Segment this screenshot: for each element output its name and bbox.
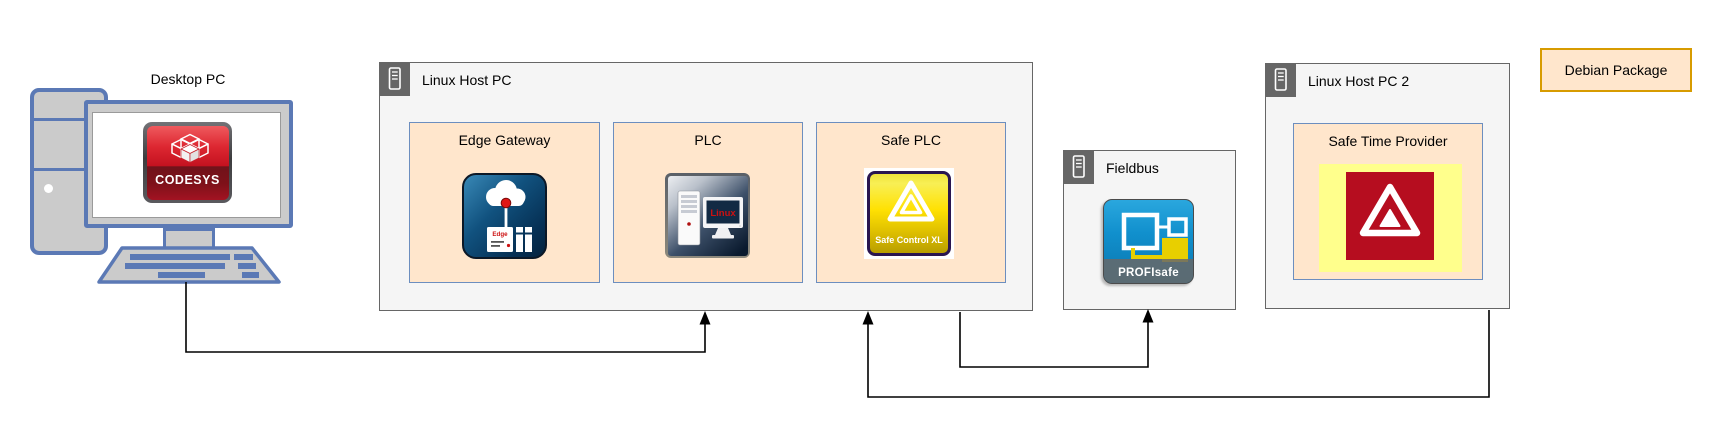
plc-icon: Linux — [665, 173, 750, 258]
debian-package-label: Debian Package — [1564, 62, 1668, 78]
profisafe-network-glyph — [1121, 212, 1188, 262]
linux-host-pc-2-container: Linux Host PC 2 Safe Time Provider — [1264, 62, 1510, 309]
plc-label: PLC — [694, 132, 722, 148]
linux-host-pc-title: Linux Host PC — [422, 72, 512, 88]
edge-icon-text: Edge — [492, 231, 508, 238]
arrowhead — [699, 311, 711, 325]
server-icon — [378, 61, 410, 96]
safe-plc-icon: Safe Control XL — [864, 168, 954, 259]
component-plc: PLC — [613, 122, 803, 283]
server-icon — [1062, 149, 1094, 184]
arrowhead — [1142, 309, 1154, 323]
codesys-wordmark: CODESYS — [155, 172, 220, 187]
debian-package-box: Debian Package — [1540, 48, 1692, 92]
profisafe-icon: PROFIsafe — [1103, 199, 1194, 284]
tower-power-button — [44, 184, 53, 193]
edge-linuxhostpc-to-fieldbus — [959, 312, 1149, 368]
safe-plc-label: Safe PLC — [881, 132, 941, 148]
safe-time-provider-icon — [1319, 164, 1462, 272]
linux-host-pc-2-title: Linux Host PC 2 — [1308, 73, 1410, 89]
edge-gateway-label: Edge Gateway — [458, 132, 551, 148]
fieldbus-container: Fieldbus PROFIsafe — [1062, 149, 1236, 310]
arrowhead — [862, 311, 874, 325]
codesys-icon-face: CODESYS — [146, 125, 229, 200]
safe-control-xl-text: Safe Control XL — [875, 235, 943, 245]
tower-bay-divider — [34, 168, 104, 171]
server-icon — [1264, 62, 1296, 97]
warning-triangle-glyph — [1359, 183, 1421, 237]
tower-bay-divider — [34, 118, 104, 121]
safe-time-provider-label: Safe Time Provider — [1328, 133, 1448, 149]
component-safe-plc: Safe PLC Safe Control XL — [816, 122, 1006, 283]
component-safe-time-provider: Safe Time Provider — [1293, 123, 1483, 280]
profisafe-wordmark: PROFIsafe — [1118, 267, 1179, 279]
fieldbus-title: Fieldbus — [1106, 160, 1159, 176]
desktop-keyboard — [97, 246, 281, 284]
edge-gateway-icon: Edge — [462, 173, 547, 259]
plc-icon-text: Linux — [710, 208, 736, 219]
safety-triangle-glyph — [887, 180, 935, 222]
codesys-cubes-glyph — [170, 133, 209, 163]
codesys-icon: CODESYS — [143, 122, 232, 203]
linux-host-pc-container: Linux Host PC Edge Gateway — [378, 61, 1033, 311]
safe-plc-icon-face: Safe Control XL — [867, 171, 951, 256]
safe-time-warning-square — [1346, 172, 1434, 260]
edge-linuxhostpc2-to-safeplc — [867, 310, 1490, 398]
desktop-pc-label: Desktop PC — [150, 71, 226, 87]
component-edge-gateway: Edge Gateway Edge — [409, 122, 600, 283]
profisafe-band — [1104, 259, 1193, 283]
